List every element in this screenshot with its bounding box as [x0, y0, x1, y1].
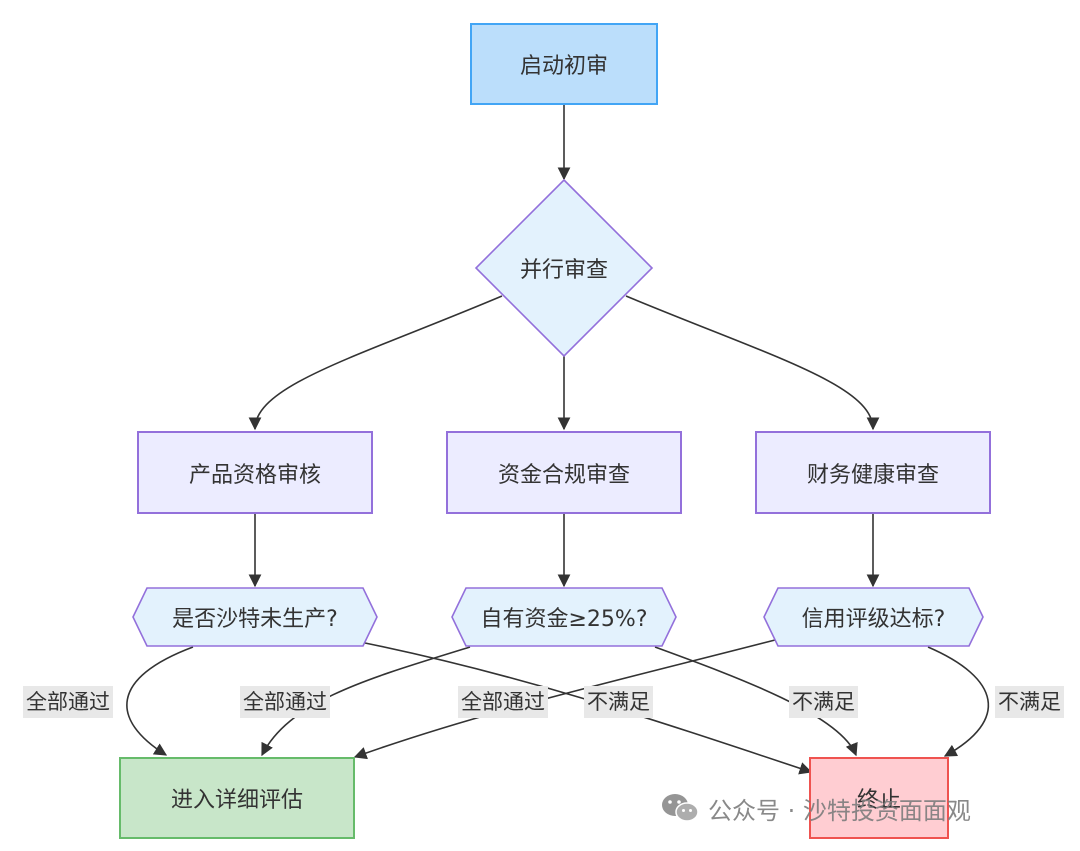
- credit-question-hexagon: [763, 587, 984, 647]
- edge-credit-pass: [353, 639, 776, 760]
- edge-label-fund-fail: 不满足: [789, 686, 858, 718]
- detailed-evaluation-label: 进入详细评估: [170, 788, 303, 813]
- edge-fund-fail: [654, 646, 858, 757]
- edge-product-pass: [126, 646, 194, 756]
- product-review-node: 产品资格审核: [137, 431, 373, 514]
- wechat-icon: [662, 794, 699, 822]
- finance-review-node: 财务健康审查: [755, 431, 991, 514]
- edge-parallel-to-finance: [625, 295, 880, 431]
- start-node-label: 启动初审: [519, 54, 608, 79]
- detailed-evaluation-node: 进入详细评估: [119, 757, 355, 839]
- parallel-review-diamond: [474, 178, 654, 358]
- edge-label-fund-pass: 全部通过: [240, 686, 330, 718]
- terminate-node: 终止: [809, 757, 949, 839]
- fund-question-hexagon: [451, 587, 677, 647]
- product-review-label: 产品资格审核: [188, 462, 321, 488]
- edge-label-product-fail: 不满足: [584, 686, 653, 718]
- finance-review-label: 财务健康审查: [806, 462, 939, 488]
- edge-label-product-pass: 全部通过: [23, 686, 113, 718]
- edge-parallel-to-product: [248, 295, 503, 431]
- edge-label-credit-fail: 不满足: [995, 686, 1064, 718]
- start-node: 启动初审: [470, 23, 658, 105]
- fund-review-node: 资金合规审查: [446, 431, 682, 514]
- edge-label-credit-pass: 全部通过: [458, 686, 548, 718]
- product-question-hexagon: [132, 587, 378, 647]
- edge-product-fail: [364, 642, 813, 775]
- watermark-text: 公众号 · 沙特投资面面观: [708, 796, 971, 825]
- terminate-label: 终止: [856, 788, 901, 813]
- watermark: 公众号 · 沙特投资面面观: [660, 788, 971, 828]
- edge-credit-fail: [927, 646, 990, 757]
- fund-review-label: 资金合规审查: [497, 462, 630, 488]
